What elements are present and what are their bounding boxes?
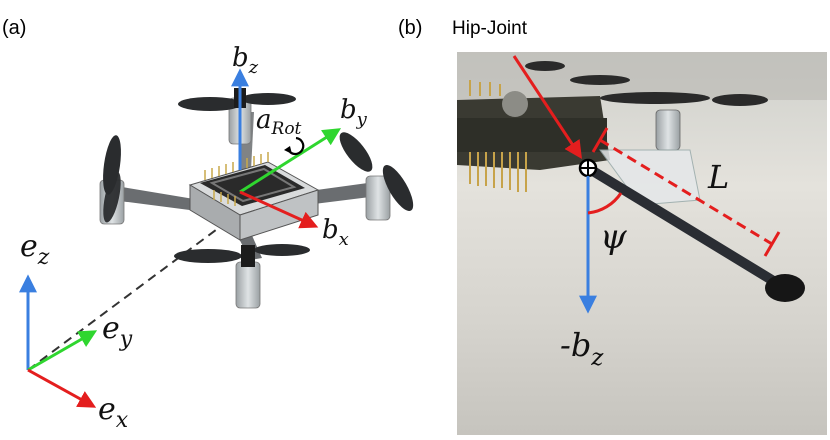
label-bz: bz bbox=[232, 43, 259, 78]
label-ey: ey bbox=[102, 311, 133, 352]
panel-b-label: (b) bbox=[398, 17, 422, 39]
length-tick-start bbox=[591, 127, 609, 153]
position-dashed-line bbox=[27, 211, 241, 371]
label-L: L bbox=[707, 158, 729, 196]
rotation-arrow-icon bbox=[289, 136, 305, 155]
leg-foot bbox=[765, 274, 805, 302]
axis-ex-arrow bbox=[27, 368, 97, 408]
axis-bx-arrow bbox=[239, 190, 319, 229]
label-neg-bz: -bz bbox=[560, 326, 604, 371]
photo-crazyflie-leg bbox=[457, 52, 827, 435]
panel-a-label: (a) bbox=[2, 17, 26, 39]
axis-ey-arrow bbox=[27, 330, 98, 372]
label-bx: bx bbox=[322, 215, 349, 250]
panel-a: (a) bbox=[2, 17, 414, 433]
label-ez: ez bbox=[20, 229, 50, 270]
hip-joint-title: Hip-Joint bbox=[452, 18, 528, 39]
hip-joint-pointer-arrow bbox=[512, 55, 582, 160]
label-ex: ex bbox=[98, 392, 129, 433]
psi-angle-arc bbox=[587, 192, 623, 215]
length-tick-end bbox=[763, 231, 781, 257]
drone-model bbox=[99, 88, 414, 309]
label-by: by bbox=[340, 95, 368, 130]
drone-leg bbox=[583, 163, 785, 290]
length-dimension-line bbox=[599, 138, 773, 246]
axis-by-arrow bbox=[239, 128, 342, 194]
label-psi: ψ bbox=[600, 217, 627, 257]
label-arot: aRot bbox=[256, 105, 302, 139]
panel-b: (b) Hip-Joint bbox=[398, 17, 827, 435]
